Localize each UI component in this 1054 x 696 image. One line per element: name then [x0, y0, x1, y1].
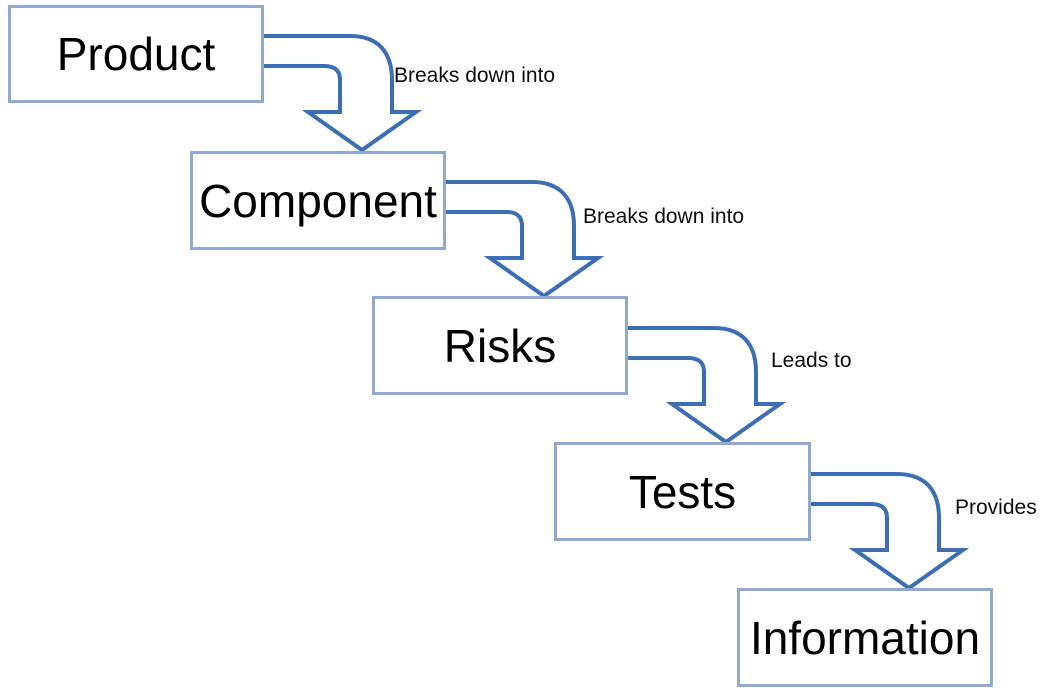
node-box-tests[interactable]: Tests — [554, 442, 811, 541]
arrow-product-to-component — [264, 34, 423, 153]
node-label-tests: Tests — [628, 465, 737, 518]
node-label-component: Component — [199, 174, 437, 227]
node-label-risks: Risks — [443, 319, 557, 372]
node-box-risks[interactable]: Risks — [372, 296, 628, 395]
node-label-product: Product — [56, 28, 216, 80]
node-label-information: Information — [749, 611, 981, 664]
node-box-product[interactable]: Product — [8, 5, 264, 103]
edge-label-component-to-risks: Breaks down into — [583, 205, 745, 228]
node-box-information[interactable]: Information — [737, 588, 993, 687]
edge-label-risks-to-tests: Leads to — [771, 349, 852, 372]
edge-label-tests-to-information: Provides — [955, 496, 1037, 519]
node-box-component[interactable]: Component — [190, 151, 446, 250]
arrow-tests-to-information — [811, 472, 970, 591]
edge-label-product-to-component: Breaks down into — [394, 64, 556, 87]
arrow-component-to-risks — [446, 180, 605, 299]
arrow-risks-to-tests — [628, 326, 787, 445]
